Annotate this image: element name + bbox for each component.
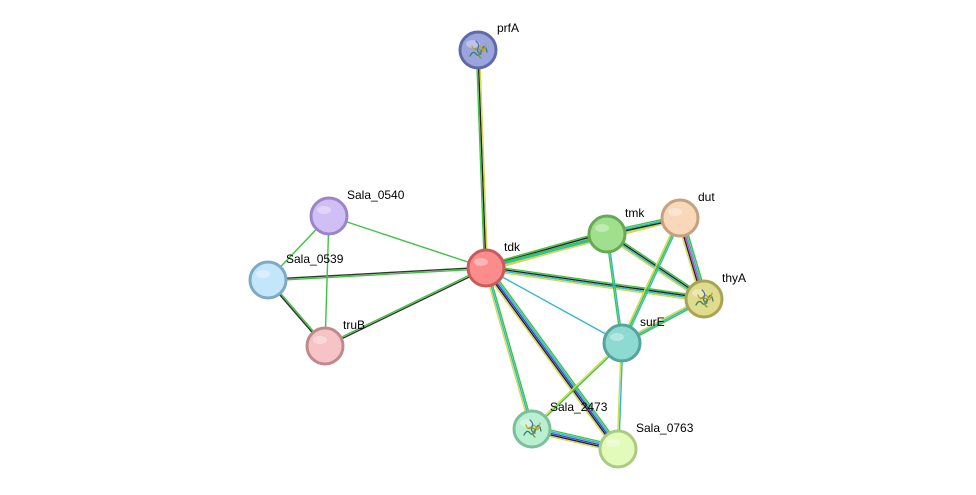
node-highlight bbox=[313, 336, 327, 344]
edge-evidence-line bbox=[485, 268, 704, 301]
node-highlight bbox=[610, 333, 624, 341]
structure-stroke bbox=[700, 297, 708, 308]
edge-evidence-line bbox=[485, 269, 704, 303]
edge-evidence-line bbox=[484, 268, 618, 451]
node-sala-0763[interactable]: Sala_0763 bbox=[598, 421, 694, 469]
node-label: truB bbox=[343, 318, 365, 332]
node-sala-0539[interactable]: Sala_0539 bbox=[248, 252, 344, 300]
protein-structure-icon bbox=[695, 289, 714, 308]
node-circle[interactable] bbox=[305, 326, 345, 366]
node-label: thyA bbox=[722, 271, 746, 285]
edge-evidence-line bbox=[622, 218, 683, 344]
edge-evidence-line bbox=[486, 266, 705, 299]
structure-stroke bbox=[471, 43, 487, 52]
edge-evidence-line bbox=[477, 49, 487, 269]
node-dut[interactable]: dut bbox=[660, 190, 715, 238]
edge-evidence-line bbox=[486, 264, 705, 298]
edge-evidence-line bbox=[530, 341, 622, 429]
edge-tdk-thya[interactable] bbox=[485, 264, 705, 303]
edge-tdk-sala-0763[interactable] bbox=[482, 265, 622, 452]
node-prfa[interactable]: prfA bbox=[458, 21, 519, 70]
edge-evidence-line bbox=[483, 268, 532, 430]
edge-sure-sala-2473[interactable] bbox=[530, 341, 624, 431]
node-thya[interactable]: thyA bbox=[684, 271, 746, 319]
structure-stroke bbox=[528, 427, 536, 438]
node-label: Sala_2473 bbox=[550, 400, 608, 414]
node-circle[interactable] bbox=[587, 214, 627, 254]
edge-evidence-line bbox=[486, 266, 620, 449]
structure-stroke bbox=[697, 292, 713, 301]
node-label: dut bbox=[698, 190, 715, 204]
edge-dut-sure[interactable] bbox=[619, 217, 683, 344]
node-highlight bbox=[595, 224, 609, 232]
edge-tdk-sure[interactable] bbox=[485, 267, 623, 344]
edge-evidence-line bbox=[324, 266, 486, 346]
edge-evidence-line bbox=[328, 215, 487, 269]
edge-sala-0540-trub[interactable] bbox=[324, 215, 330, 347]
node-highlight bbox=[256, 270, 270, 278]
node-label: tmk bbox=[625, 206, 645, 220]
edge-evidence-line bbox=[485, 267, 533, 430]
edge-evidence-line bbox=[486, 267, 535, 429]
node-label: prfA bbox=[497, 21, 519, 35]
edge-evidence-line bbox=[325, 268, 487, 348]
edge-tdk-sala-0540[interactable] bbox=[328, 215, 487, 269]
node-label: Sala_0763 bbox=[636, 421, 694, 435]
node-circle[interactable] bbox=[309, 196, 349, 236]
protein-structure-icon bbox=[523, 419, 542, 438]
node-label: Sala_0540 bbox=[347, 188, 405, 202]
edge-evidence-line bbox=[621, 217, 681, 344]
structure-stroke bbox=[525, 422, 541, 431]
edge-evidence-line bbox=[324, 215, 330, 347]
node-sure[interactable]: surE bbox=[602, 315, 665, 363]
node-highlight bbox=[317, 206, 331, 214]
structure-stroke bbox=[474, 48, 482, 59]
edge-tdk-sala-2473[interactable] bbox=[483, 267, 535, 430]
edge-evidence-line bbox=[488, 265, 622, 448]
edge-evidence-line bbox=[619, 217, 680, 343]
edge-tdk-trub[interactable] bbox=[324, 266, 487, 348]
node-highlight bbox=[668, 208, 682, 216]
edge-evidence-line bbox=[482, 269, 616, 452]
node-tmk[interactable]: tmk bbox=[587, 206, 645, 254]
node-label: surE bbox=[640, 315, 665, 329]
edge-evidence-line bbox=[485, 267, 619, 450]
node-highlight bbox=[474, 258, 488, 266]
edge-evidence-line bbox=[267, 266, 486, 280]
node-sala-0540[interactable]: Sala_0540 bbox=[309, 188, 405, 236]
edge-evidence-line bbox=[475, 50, 486, 269]
edge-evidence-line bbox=[268, 268, 487, 282]
node-tdk[interactable]: tdk bbox=[466, 240, 521, 288]
node-label: Sala_0539 bbox=[286, 252, 344, 266]
protein-structure-icon bbox=[469, 40, 488, 59]
node-circle[interactable] bbox=[602, 323, 642, 363]
node-highlight bbox=[606, 439, 620, 447]
node-label: tdk bbox=[504, 240, 521, 254]
edge-evidence-line bbox=[484, 230, 607, 266]
node-trub[interactable]: truB bbox=[305, 318, 365, 366]
node-circle[interactable] bbox=[660, 198, 700, 238]
node-circle[interactable] bbox=[598, 429, 638, 469]
edge-evidence-line bbox=[485, 267, 623, 344]
edge-tdk-prfa[interactable] bbox=[475, 49, 489, 269]
node-circle[interactable] bbox=[466, 248, 506, 288]
node-sala-2473[interactable]: Sala_2473 bbox=[512, 400, 608, 449]
edge-tdk-sala-0539[interactable] bbox=[267, 266, 487, 282]
edge-evidence-line bbox=[532, 343, 624, 431]
edge-evidence-line bbox=[478, 49, 489, 268]
node-circle[interactable] bbox=[248, 260, 288, 300]
